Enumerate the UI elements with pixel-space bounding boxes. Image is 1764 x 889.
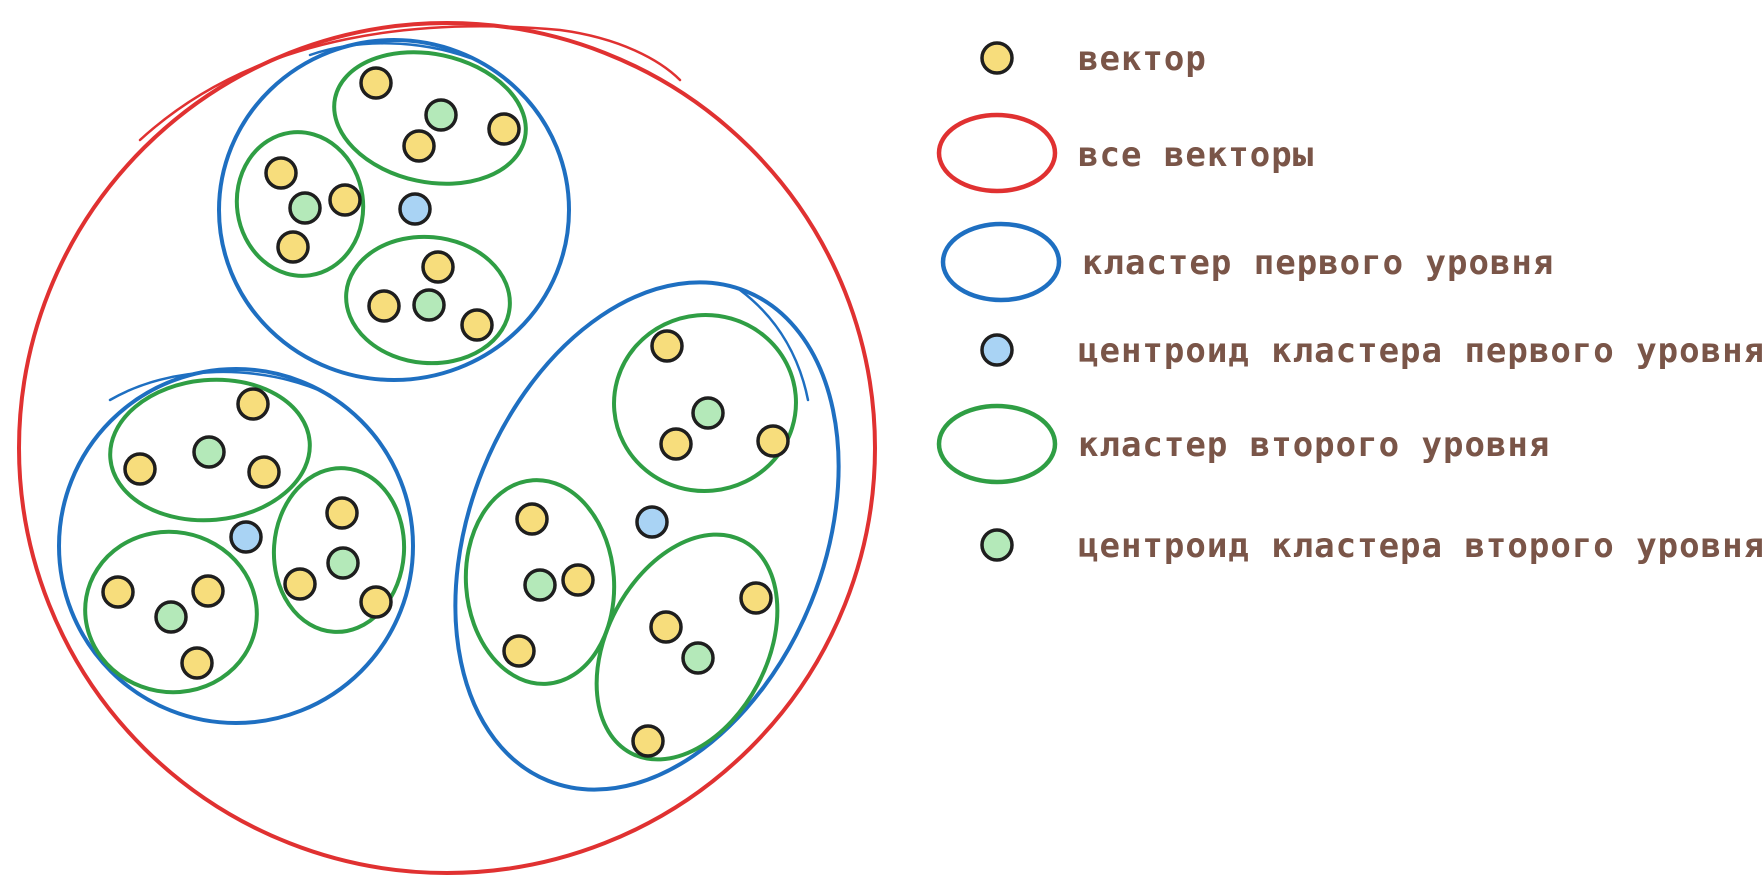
- legend-level2-centroid-swatch: [980, 528, 1014, 562]
- legend-vector-label: вектор: [1078, 39, 1207, 79]
- vector-point: [359, 66, 393, 100]
- level2-cluster: [463, 478, 617, 686]
- vector-point: [359, 585, 393, 619]
- legend-level2-centroid-label: центроид кластера второго уровня: [1078, 526, 1764, 566]
- level2-cluster: [108, 377, 312, 523]
- level1-centroid-point: [229, 520, 263, 554]
- level2-cluster: [612, 312, 798, 494]
- vector-point: [236, 387, 270, 421]
- level2-centroid-point: [691, 396, 725, 430]
- vector-point: [101, 575, 135, 609]
- level2-centroid-point: [154, 600, 188, 634]
- level2-cluster: [332, 50, 528, 186]
- level1-cluster-top: [217, 38, 571, 382]
- vector-point: [739, 581, 773, 615]
- level2-centroid-point: [523, 568, 557, 602]
- level2-cluster: [234, 130, 366, 278]
- legend-item-level2-centroid: центроид кластера второго уровня: [980, 526, 1764, 566]
- vector-point: [402, 129, 436, 163]
- level1-centroid-point: [398, 192, 432, 226]
- vector-point: [367, 289, 401, 323]
- vector-point: [631, 724, 665, 758]
- all-vectors-boundary: [17, 21, 877, 875]
- vector-point: [649, 610, 683, 644]
- vector-point: [561, 563, 595, 597]
- legend-level1-cluster-label: кластер первого уровня: [1082, 243, 1554, 283]
- vector-point: [502, 634, 536, 668]
- vector-point: [276, 230, 310, 264]
- level2-centroid-point: [288, 191, 322, 225]
- vector-point: [325, 496, 359, 530]
- vector-point: [659, 427, 693, 461]
- vector-point: [421, 250, 455, 284]
- legend-level2-cluster-swatch: [936, 403, 1058, 485]
- level1-centroid-point: [635, 505, 669, 539]
- vector-point: [247, 455, 281, 489]
- level2-cluster: [344, 234, 512, 366]
- legend-all-vectors-label: все векторы: [1078, 135, 1314, 175]
- legend-all-vectors-swatch: [936, 112, 1058, 194]
- vector-point: [180, 646, 214, 680]
- level2-centroid-point: [326, 546, 360, 580]
- level2-centroid-point: [412, 288, 446, 322]
- legend-level1-centroid-label: центроид кластера первого уровня: [1078, 331, 1764, 371]
- vector-point: [191, 574, 225, 608]
- level2-centroid-point: [681, 641, 715, 675]
- legend-item-level2-cluster: кластер второго уровня: [936, 403, 1550, 485]
- vector-point: [650, 329, 684, 363]
- legend-item-vector: вектор: [980, 39, 1207, 79]
- vector-point: [264, 156, 298, 190]
- legend-item-level1-centroid: центроид кластера первого уровня: [980, 331, 1764, 371]
- level1-cluster-right: [453, 280, 841, 792]
- data-points: [101, 66, 790, 758]
- level2-cluster: [83, 529, 259, 695]
- vector-point: [460, 308, 494, 342]
- legend-level1-cluster-swatch: [940, 221, 1062, 303]
- vector-point: [756, 424, 790, 458]
- legend-level1-centroid-swatch: [980, 333, 1014, 367]
- vector-point: [123, 452, 157, 486]
- vector-point: [487, 112, 521, 146]
- level2-cluster: [594, 532, 780, 762]
- vector-point: [328, 183, 362, 217]
- legend-item-level1-cluster: кластер первого уровня: [940, 221, 1554, 303]
- level2-cluster: [271, 466, 407, 634]
- vector-point: [515, 502, 549, 536]
- legend-vector-swatch: [980, 41, 1014, 75]
- level2-centroid-point: [424, 98, 458, 132]
- legend-level2-cluster-label: кластер второго уровня: [1078, 425, 1550, 465]
- level1-cluster-left: [57, 367, 415, 725]
- vector-point: [283, 567, 317, 601]
- legend: вектор все векторы кластер первого уровн…: [936, 39, 1764, 566]
- level2-centroid-point: [192, 435, 226, 469]
- legend-item-all-vectors: все векторы: [936, 112, 1314, 194]
